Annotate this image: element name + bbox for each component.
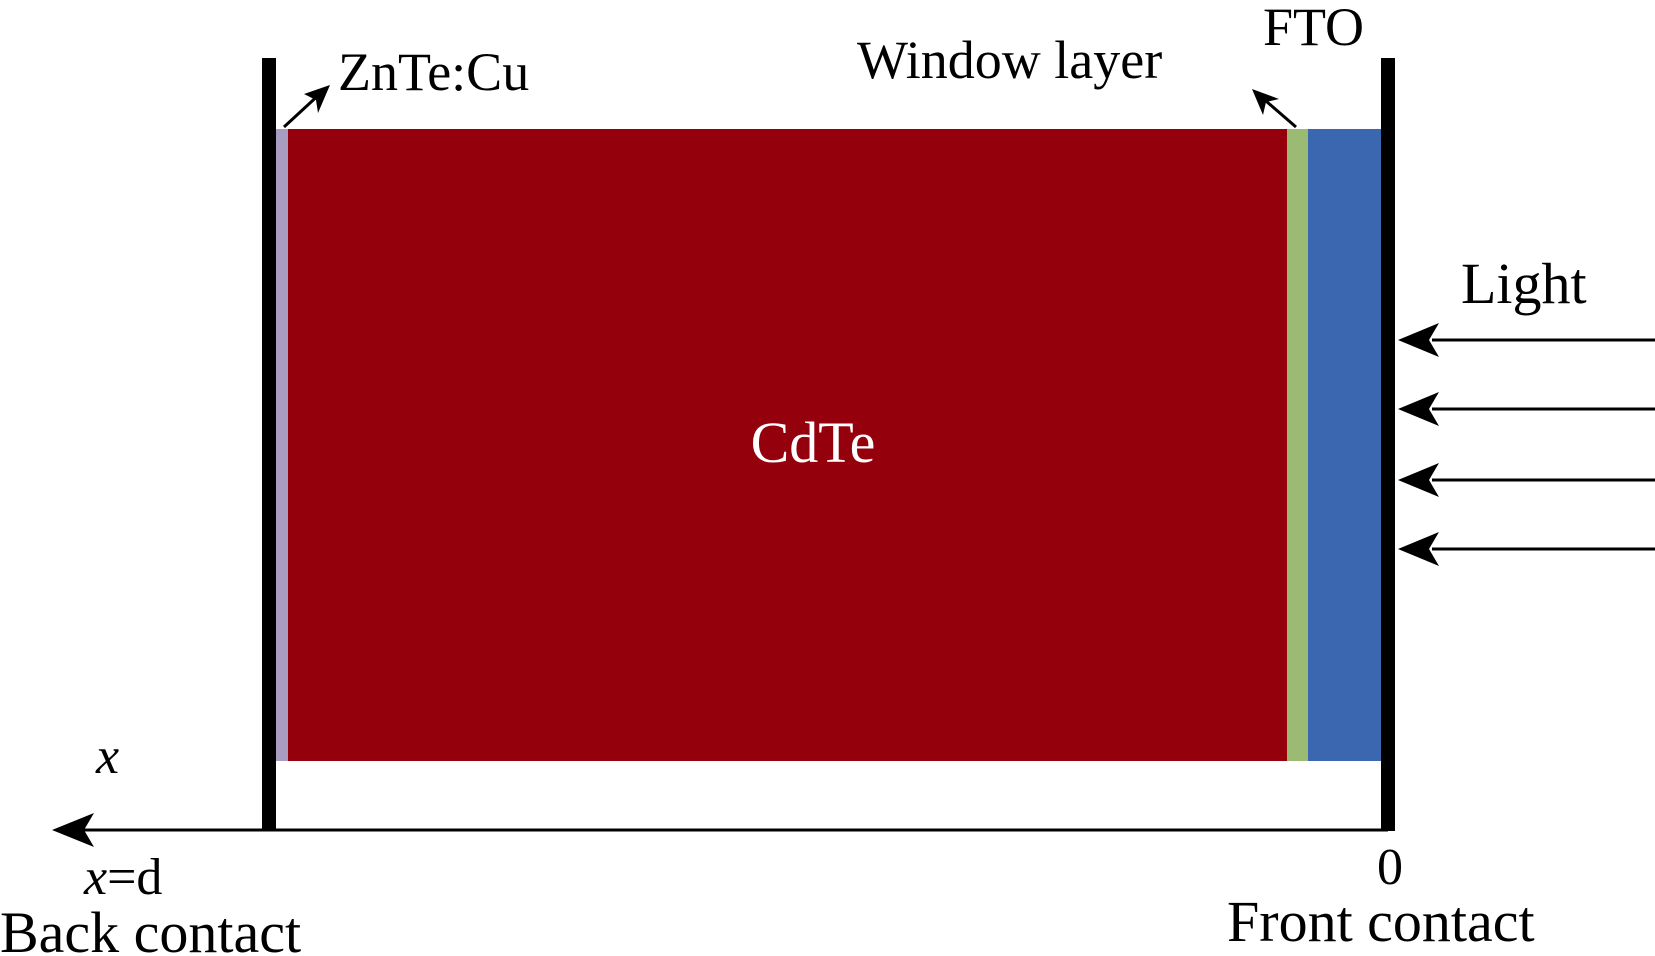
x-equals-d-rest: =d (107, 849, 162, 906)
light-arrow-head (1398, 392, 1439, 426)
zero-label: 0 (1377, 839, 1403, 896)
window-pointer-arrowhead (1252, 89, 1279, 115)
cdte-layer (288, 129, 1287, 761)
fto-layer (1308, 129, 1381, 761)
light-arrow-head (1398, 323, 1439, 357)
window-layer (1287, 129, 1308, 761)
light-label: Light (1461, 251, 1587, 316)
x-axis-arrowhead (52, 813, 94, 847)
window-layer-label: Window layer (857, 30, 1162, 90)
back-contact-label: Back contact (0, 900, 301, 956)
fto-label: FTO (1263, 0, 1364, 57)
light-arrows (1398, 323, 1655, 566)
x-equals-d-label: x=d (83, 849, 162, 906)
zntecu-label: ZnTe:Cu (338, 42, 529, 102)
light-arrow-head (1398, 532, 1439, 566)
cdte-label: CdTe (751, 410, 876, 475)
front-contact-label: Front contact (1227, 889, 1535, 954)
x-axis-label: x (95, 728, 119, 785)
front-contact-bar (1381, 58, 1395, 831)
x-equals-d-italic: x (83, 849, 107, 906)
back-contact-bar (262, 58, 276, 831)
zntecu-pointer-arrowhead (304, 85, 330, 113)
light-arrow-head (1398, 463, 1439, 497)
